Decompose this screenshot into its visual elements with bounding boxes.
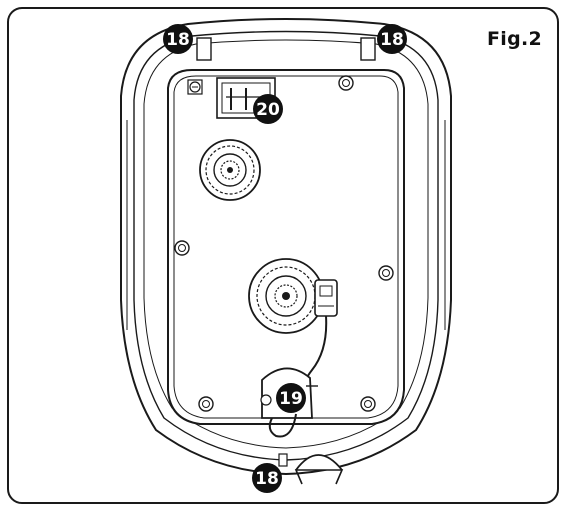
clip-tab-left — [196, 37, 212, 61]
screw-top-left — [187, 79, 203, 95]
screw-bottom-left — [198, 396, 214, 412]
screw-mid-left — [174, 240, 190, 256]
upper-water-connector — [199, 139, 261, 201]
callout-number: 18 — [166, 30, 190, 50]
callout-number: 19 — [279, 389, 303, 409]
back-plate-inner — [173, 75, 399, 419]
sensor-connector — [314, 279, 338, 317]
outer-housing — [120, 18, 452, 476]
callout-badge-top-right: 18 — [377, 24, 407, 54]
callout-badge-bottom: 18 — [252, 463, 282, 493]
figure-label: Fig.2 — [487, 28, 543, 50]
screw-top-right — [338, 75, 354, 91]
screw-mid-right — [378, 265, 394, 281]
housing-rim-inner — [143, 39, 429, 449]
callout-badge-top-left: 18 — [163, 24, 193, 54]
screw-bottom-right — [360, 396, 376, 412]
callout-number: 18 — [380, 30, 404, 50]
clip-tab-right — [360, 37, 376, 61]
bottom-outlet — [278, 453, 344, 485]
figure-border — [7, 7, 559, 504]
lower-water-connector — [248, 258, 324, 334]
callout-number: 18 — [255, 469, 279, 489]
callout-number: 20 — [256, 100, 280, 120]
callout-badge-switch: 20 — [253, 94, 283, 124]
callout-badge-cable-clamp: 19 — [276, 383, 306, 413]
clamp-cable-loop — [268, 413, 297, 438]
